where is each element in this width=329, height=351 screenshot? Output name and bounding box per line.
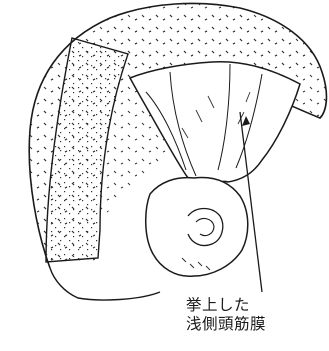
ear-region — [146, 178, 248, 277]
flap-annotation: 挙上した 浅側頭筋膜 — [186, 296, 326, 334]
annotation-line-2: 浅側頭筋膜 — [186, 315, 326, 334]
occipital-contour — [50, 268, 160, 300]
annotation-line-1: 挙上した — [186, 296, 326, 315]
